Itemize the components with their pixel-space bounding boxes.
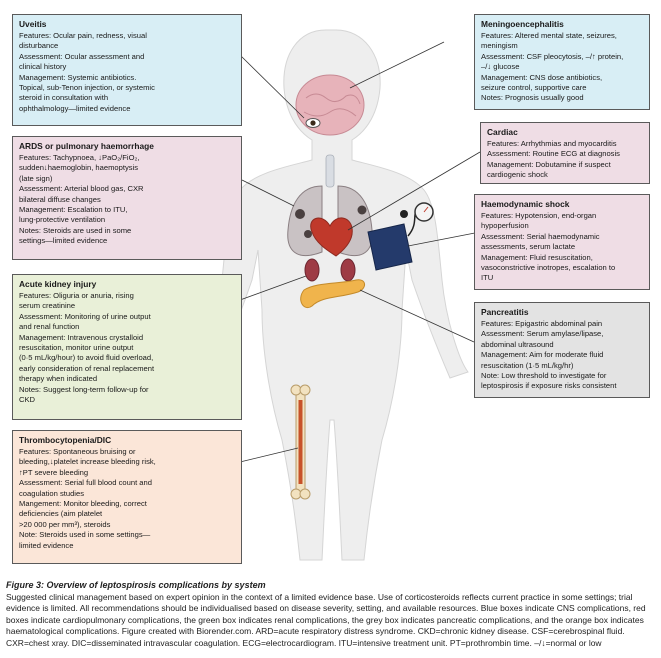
haemodynamic-shock-line: hypoperfusion (481, 221, 529, 231)
aki-title: Acute kidney injury (19, 279, 97, 289)
cardiac-line: Management: Dobutamine if suspect (487, 159, 611, 169)
thrombocytopenia-line: Mangement: Monitor bleeding, correct (19, 499, 147, 509)
ards-title: ARDS or pulmonary haemorrhage (19, 141, 154, 151)
heart-icon (310, 217, 353, 257)
pancreas-icon (300, 279, 365, 308)
haemodynamic-shock-line: assessments, serum lactate (481, 242, 576, 252)
aki-line: resuscitation, monitor urine output (19, 343, 134, 353)
aki-line: Notes: Suggest long-term follow-up for (19, 384, 149, 394)
haemodynamic-shock-line: vasoconstrictive inotropes, escalation t… (481, 263, 616, 273)
uveitis-line: ophthalmology—limited evidence (19, 103, 131, 113)
aki-line: serum creatinine (19, 301, 76, 311)
ards-box: ARDS or pulmonary haemorrhage Features: … (12, 136, 242, 260)
ards-line: bilateral diffuse changes (19, 194, 101, 204)
haemodynamic-shock-title: Haemodynamic shock (481, 199, 570, 209)
meningoencephalitis-line: meningism (481, 41, 518, 51)
pancreatitis-box: Pancreatitis Features: Epigastric abdomi… (474, 302, 650, 398)
thrombocytopenia-box: Thrombocytopenia/DIC Features: Spontaneo… (12, 430, 242, 564)
kidneys-icon (304, 258, 356, 282)
meningoencephalitis-line: Features: Altered mental state, seizures… (481, 31, 617, 40)
thrombocytopenia-line: Features: Spontaneous bruising or (19, 447, 136, 456)
thrombocytopenia-title: Thrombocytopenia/DIC (19, 435, 112, 445)
thrombocytopenia-line: >20 000 per mm³), steroids (19, 519, 111, 529)
ards-line: Features: Tachypnoea, ↓PaO₂/FiO₂, (19, 153, 140, 162)
brain-icon (295, 74, 365, 136)
ards-line: lung-protective ventilation (19, 215, 106, 225)
haemodynamic-shock-line: Features: Hypotension, end-organ (481, 211, 597, 220)
caption-text: Suggested clinical management based on e… (6, 591, 646, 648)
uveitis-box: Uveitis Features: Ocular pain, redness, … (12, 14, 242, 126)
pancreatitis-line: Assessment: Serum amylase/lipase, (481, 329, 604, 339)
uveitis-line: clinical history (19, 62, 67, 72)
caption-title: Figure 3: Overview of leptospirosis comp… (6, 580, 266, 590)
uveitis-line: steroid in consultation with (19, 93, 109, 103)
blood-pressure-cuff-icon (367, 202, 434, 271)
eye-icon (305, 118, 321, 128)
aki-line: Management: Intravenous crystalloid (19, 332, 144, 342)
aki-line: therapy when indicated (19, 374, 98, 384)
ards-line: (late sign) (19, 173, 53, 183)
cardiac-box: Cardiac Features: Arrhythmias and myocar… (480, 122, 650, 184)
femur-bone-icon (290, 384, 311, 500)
uveitis-line: disturbance (19, 41, 59, 51)
uveitis-title: Uveitis (19, 19, 47, 29)
meningoencephalitis-line: –/↓ glucose (481, 62, 520, 72)
ards-line: Notes: Steroids are used in some (19, 225, 132, 235)
cardiac-title: Cardiac (487, 127, 518, 137)
aki-line: Assessment: Monitoring of urine output (19, 311, 151, 321)
haemodynamic-shock-box: Haemodynamic shock Features: Hypotension… (474, 194, 650, 290)
pancreatitis-line: resuscitation (1·5 mL/kg/hr) (481, 360, 574, 370)
meningoencephalitis-box: Meningoencephalitis Features: Altered me… (474, 14, 650, 110)
cardiac-line: cardiogenic shock (487, 170, 548, 180)
meningoencephalitis-line: Assessment: CSF pleocytosis, –/↑ protein… (481, 51, 624, 61)
thrombocytopenia-line: bleeding,↓platelet increase bleeding ris… (19, 457, 156, 467)
pancreatitis-line: abdominal ultrasound (481, 339, 554, 349)
ards-line: sudden↓haemoglobin, haemoptysis (19, 163, 139, 173)
pancreatitis-line: Note: Low threshold to investigate for (481, 371, 607, 381)
meningoencephalitis-title: Meningoencephalitis (481, 19, 564, 29)
thrombocytopenia-line: coagulation studies (19, 488, 85, 498)
meningoencephalitis-line: Notes: Prognosis usually good (481, 93, 584, 103)
ards-line: Management: Escalation to ITU, (19, 205, 128, 215)
pancreatitis-line: Management: Aim for moderate fluid (481, 350, 604, 360)
meningoencephalitis-line: seizure control, supportive care (481, 83, 587, 93)
aki-line: Features: Oliguria or anuria, rising (19, 291, 134, 300)
aki-line: and renal function (19, 322, 80, 332)
thrombocytopenia-line: limited evidence (19, 540, 74, 550)
thrombocytopenia-line: Note: Steroids used in some settings— (19, 530, 151, 540)
haemodynamic-shock-line: ITU (481, 273, 494, 283)
figure-caption: Figure 3: Overview of leptospirosis comp… (6, 580, 656, 650)
body-illustration (195, 29, 481, 561)
cardiac-line: Assessment: Routine ECG at diagnosis (487, 149, 620, 159)
haemodynamic-shock-line: Assessment: Serial haemodynamic (481, 231, 600, 241)
uveitis-line: Management: Systemic antibiotics. (19, 72, 137, 82)
leader-lines (239, 41, 481, 463)
aki-line: early consideration of renal replacement (19, 363, 155, 373)
thrombocytopenia-line: deficiencies (aim platelet (19, 509, 103, 519)
uveitis-line: Features: Ocular pain, redness, visual (19, 31, 147, 40)
aki-line: (0·5 mL/kg/hour) to avoid fluid overload… (19, 353, 154, 363)
pancreatitis-line: leptospirosis if exposure risks consiste… (481, 381, 617, 391)
aki-line: CKD (19, 395, 36, 405)
thrombocytopenia-line: ↑PT severe bleeding (19, 467, 89, 477)
meningoencephalitis-line: Management: CNS dose antibiotics, (481, 72, 603, 82)
uveitis-line: Topical, sub-Tenon injection, or systemi… (19, 83, 155, 93)
pancreatitis-line: Features: Epigastric abdominal pain (481, 319, 603, 328)
haemodynamic-shock-line: Management: Fluid resuscitation, (481, 252, 593, 262)
thrombocytopenia-line: Assessment: Serial full blood count and (19, 478, 152, 488)
aki-box: Acute kidney injury Features: Oliguria o… (12, 274, 242, 420)
pancreatitis-title: Pancreatitis (481, 307, 529, 317)
cardiac-line: Features: Arrhythmias and myocarditis (487, 139, 617, 148)
ards-line: settings—limited evidence (19, 236, 108, 246)
ards-line: Assessment: Arterial blood gas, CXR (19, 184, 144, 194)
uveitis-line: Assessment: Ocular assessment and (19, 51, 145, 61)
